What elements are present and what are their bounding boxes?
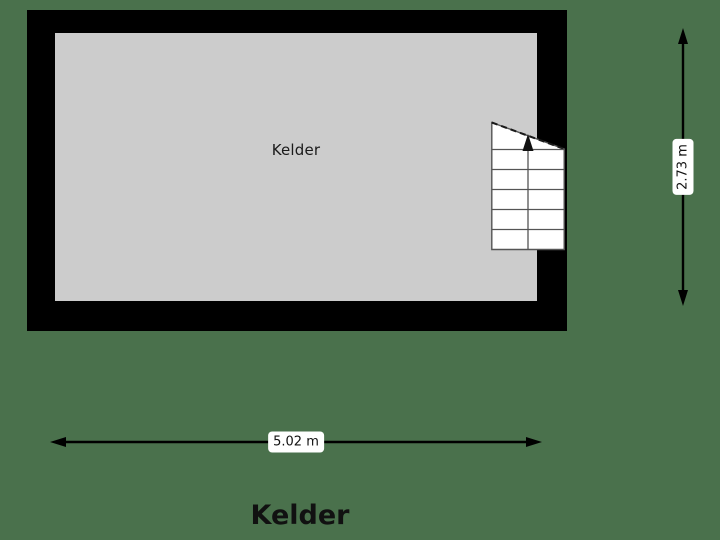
dimension-horizontal: 5.02 m: [50, 428, 542, 456]
staircase-up-arrow-icon: [522, 134, 534, 151]
arrow-up-icon: [678, 28, 688, 44]
arrow-right-icon: [526, 437, 542, 447]
arrow-left-icon: [50, 437, 66, 447]
dimension-horizontal-label: 5.02 m: [268, 431, 324, 453]
staircase-cut-line: [491, 121, 565, 150]
room-label-kelder: Kelder: [271, 141, 321, 159]
staircase: [491, 120, 565, 251]
building-walls: Kelder: [27, 10, 567, 331]
dimension-vertical-label: 2.73 m: [672, 139, 694, 195]
arrow-down-icon: [678, 290, 688, 306]
dimension-vertical: 2.73 m: [666, 28, 700, 306]
room-kelder: Kelder: [55, 33, 565, 301]
plan-title: Kelder: [250, 500, 350, 531]
